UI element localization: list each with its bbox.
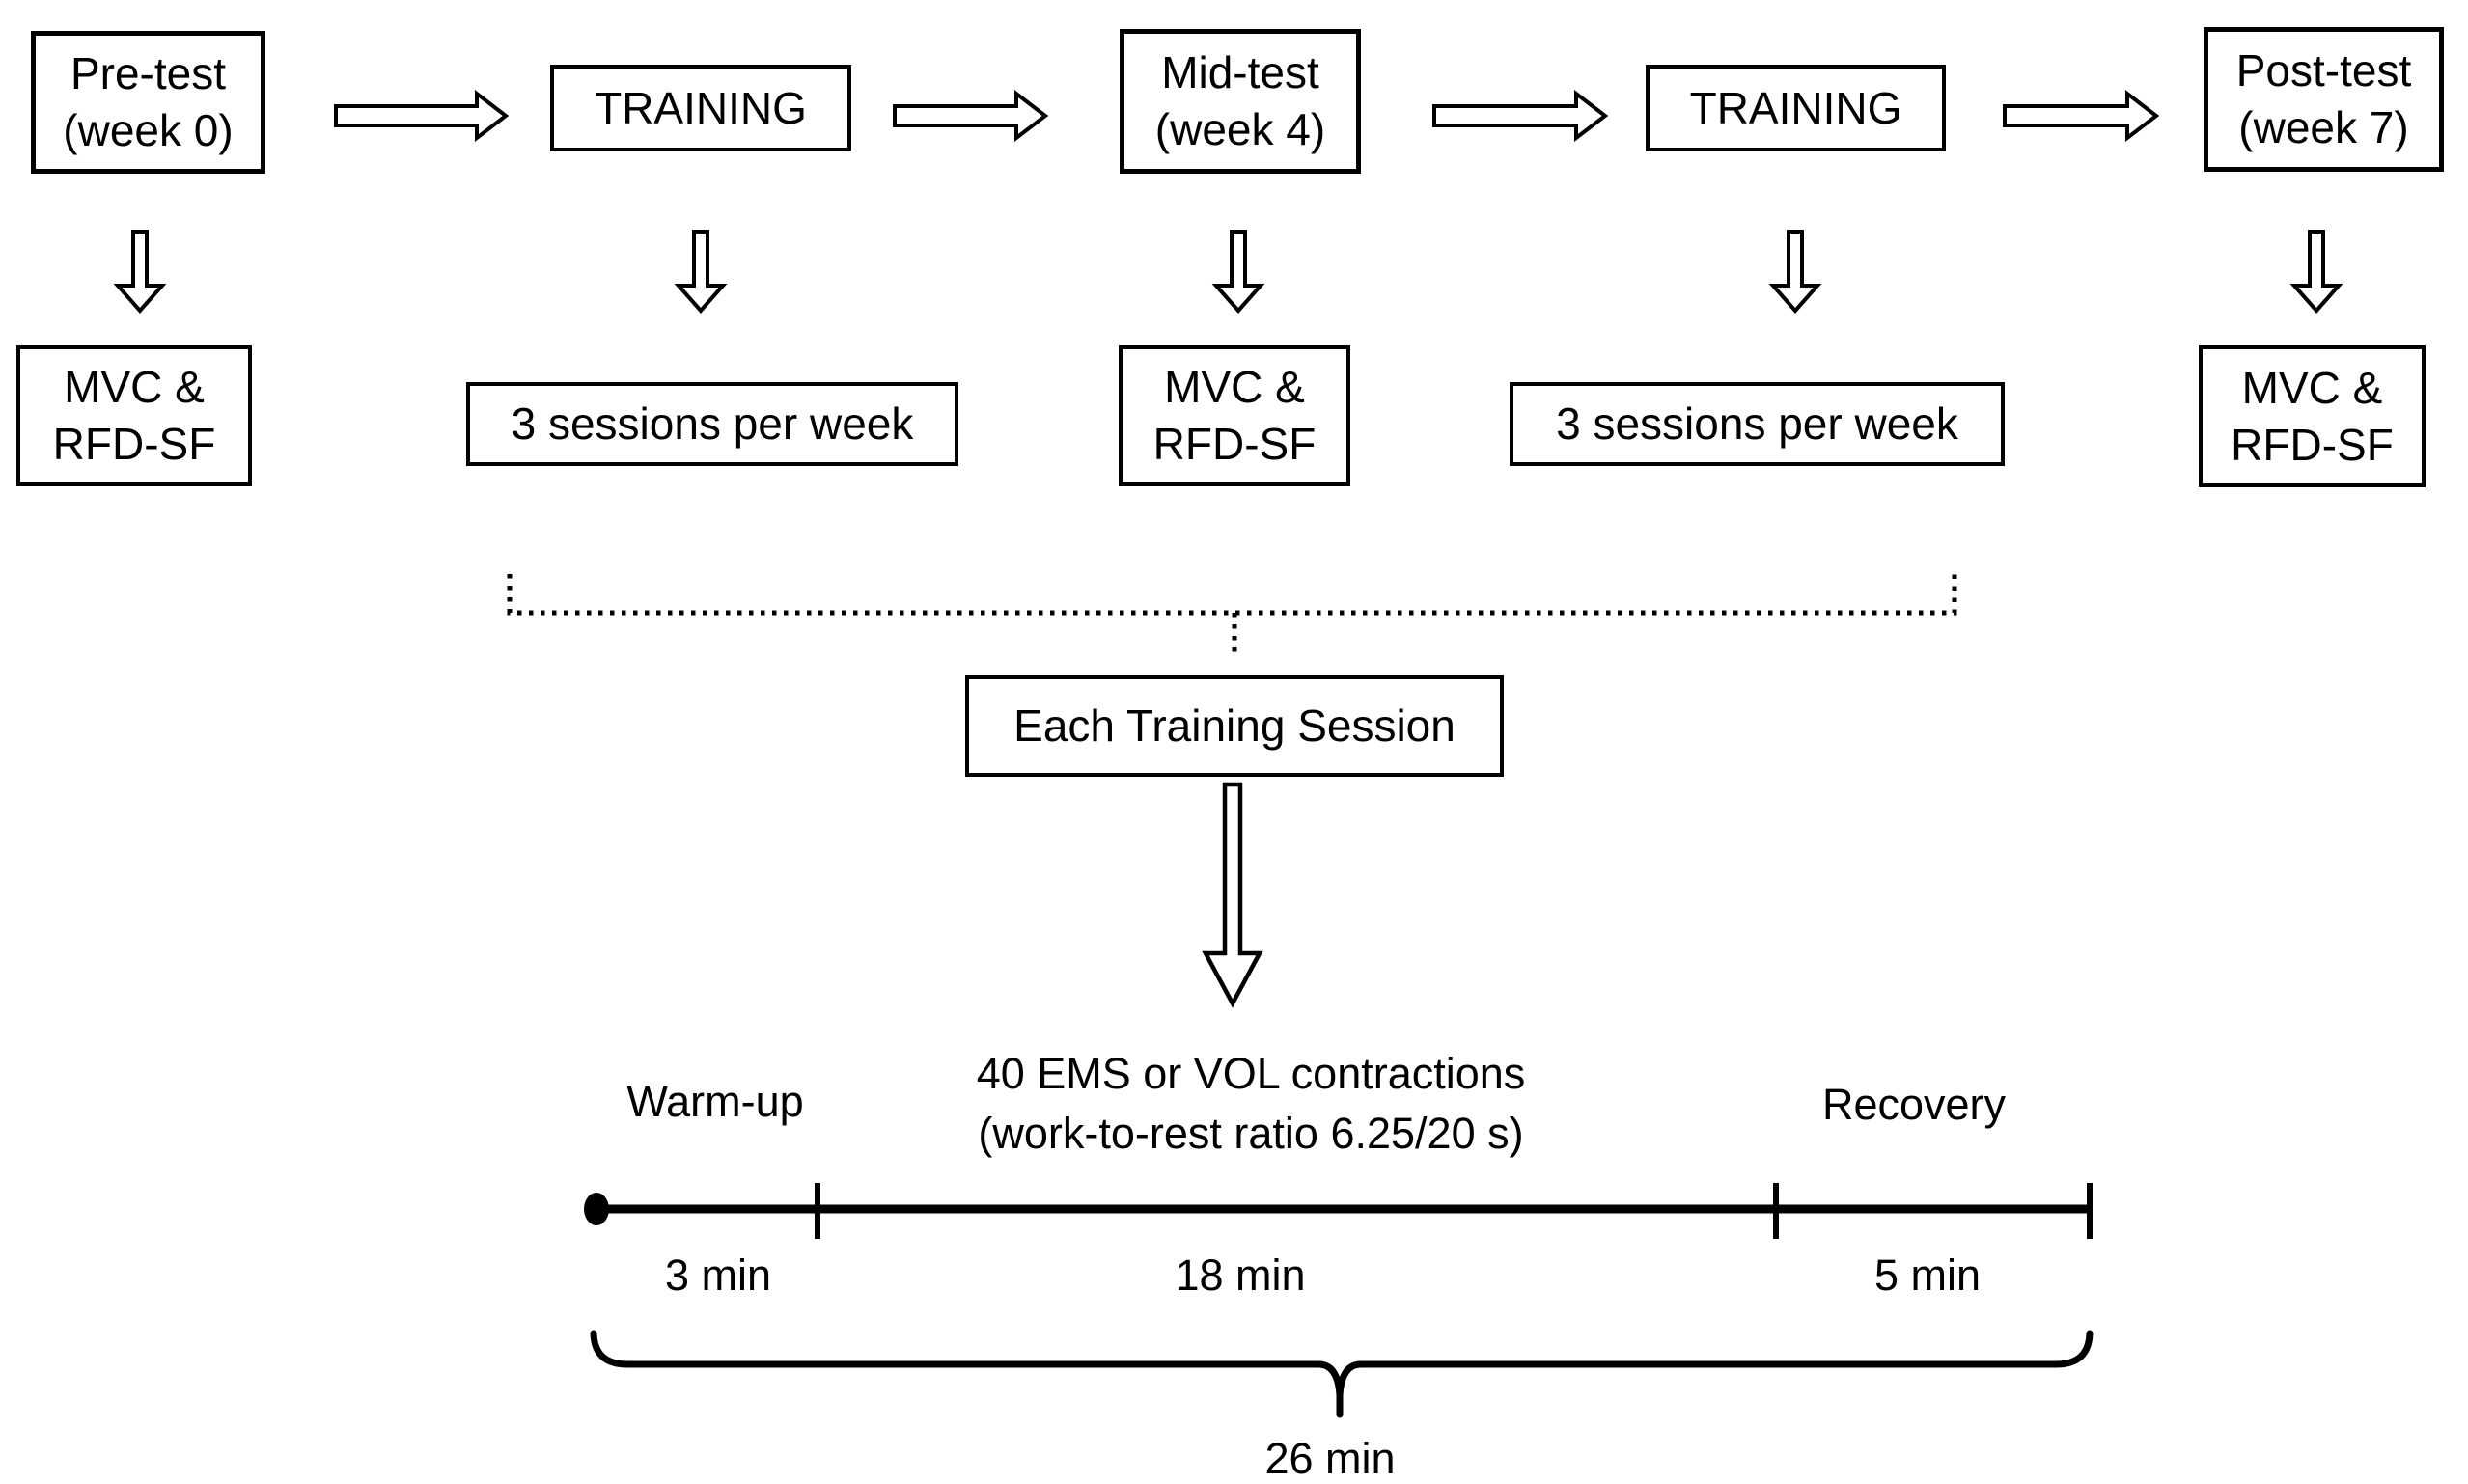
recovery-label: Recovery [1821,1079,2007,1129]
arrow-right-icon [893,89,1049,143]
mid-test-box: Mid-test (week 4) [1120,29,1361,174]
arrow-down-icon [1211,230,1265,315]
dotted-bracket [507,574,1957,616]
mvc-rfd-box-3: MVC & RFD-SF [2199,345,2426,487]
mvc-rfd-box-1: MVC & RFD-SF [16,345,252,486]
segment-duration-label-3: 5 min [1873,1250,1982,1300]
training-box-2: TRAINING [1646,65,1946,151]
segment-duration-label-1: 3 min [664,1250,772,1300]
sessions-per-week-box-1: 3 sessions per week [466,382,958,466]
each-training-session-box: Each Training Session [965,675,1504,777]
mvc-rfd-box-2: MVC & RFD-SF [1119,345,1350,486]
total-duration-label: 26 min [1264,1433,1396,1483]
arrow-right-icon [2003,89,2160,143]
arrow-down-icon [1202,782,1263,1008]
arrow-right-icon [334,89,510,143]
contractions-label: 40 EMS or VOL contractions (work-to-rest… [976,1048,1526,1158]
timeline-start-dot [584,1193,609,1225]
total-duration-brace [590,1330,2094,1418]
warm-up-label: Warm-up [626,1076,804,1126]
arrow-down-icon [674,230,728,315]
pre-test-box: Pre-test (week 0) [31,31,265,174]
arrow-down-icon [2289,230,2343,315]
arrow-down-icon [1768,230,1822,315]
segment-duration-label-2: 18 min [1175,1250,1306,1300]
training-box-1: TRAINING [550,65,851,151]
arrow-down-icon [113,230,167,315]
arrow-right-icon [1432,89,1609,143]
sessions-per-week-box-2: 3 sessions per week [1510,382,2005,466]
post-test-box: Post-test (week 7) [2204,27,2444,172]
